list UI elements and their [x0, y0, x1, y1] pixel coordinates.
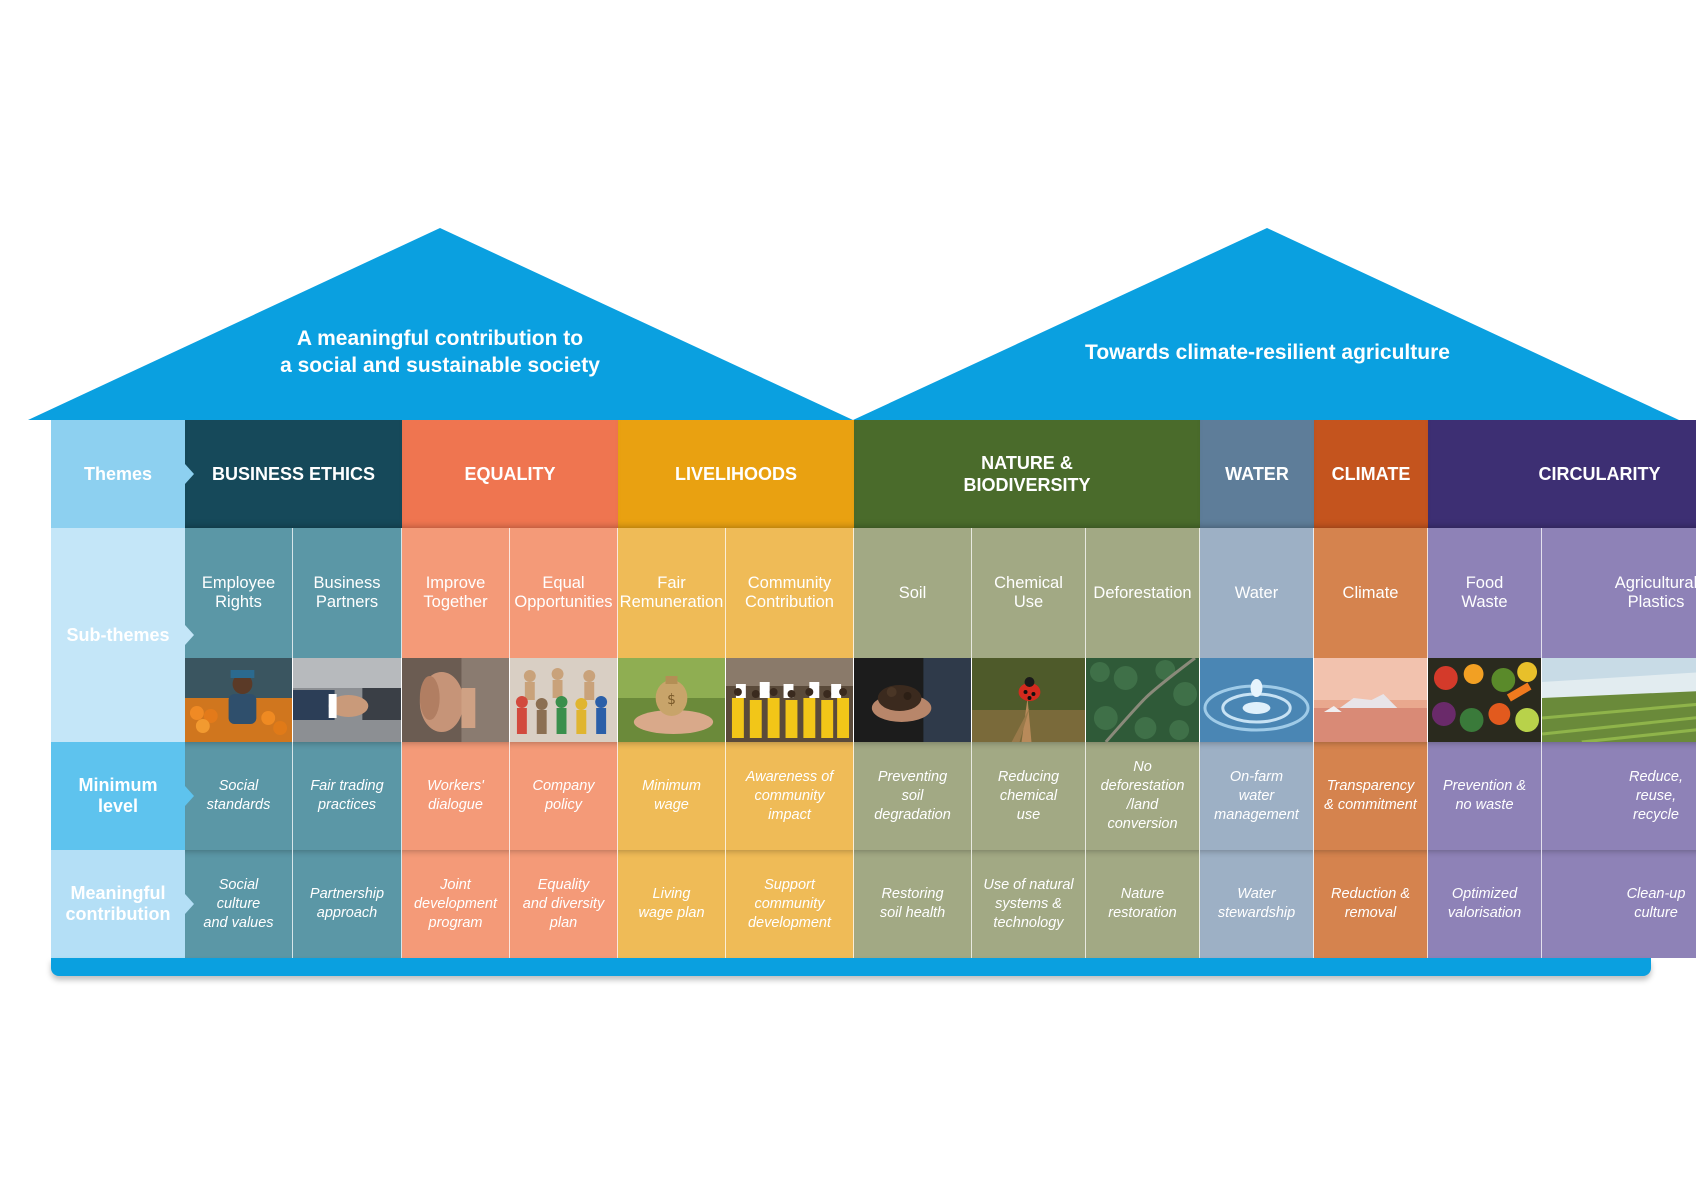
handshake-photo: [293, 658, 402, 742]
theme-climate: CLIMATE: [1314, 420, 1428, 528]
theme-business-ethics: BUSINESS ETHICS: [185, 420, 402, 528]
sub-theme-fair-remuneration: Fair Remuneration: [618, 528, 726, 658]
theme-water: WATER: [1200, 420, 1314, 528]
minimum-fair-trading: Fair trading practices: [293, 742, 402, 850]
meaningful-living-wage: Living wage plan: [618, 850, 726, 958]
sub-theme-chemical-use: Chemical Use: [972, 528, 1086, 658]
svg-text:$: $: [667, 692, 676, 708]
right-roof: [853, 228, 1679, 420]
meaningful-water-stewardship: Water stewardship: [1200, 850, 1314, 958]
minimum-food-waste: Prevention & no waste: [1428, 742, 1542, 850]
sub-theme-business-partners: Business Partners: [293, 528, 402, 658]
sub-theme-climate: Climate: [1314, 528, 1428, 658]
meaningful-social-culture: Social culture and values: [185, 850, 293, 958]
meaningful-community-development: Support community development: [726, 850, 854, 958]
water-drop-photo: [1200, 658, 1314, 742]
left-roof: [28, 228, 853, 420]
theme-equality: EQUALITY: [402, 420, 618, 528]
wooden-figures-photo: [510, 658, 618, 742]
meaningful-equality-plan: Equality and diversity plan: [510, 850, 618, 958]
minimum-deforestation: No deforestation /land conversion: [1086, 742, 1200, 850]
soil-hands-photo: [854, 658, 972, 742]
house-base: [51, 958, 1651, 976]
forest-aerial-photo: [1086, 658, 1200, 742]
minimum-company-policy: Company policy: [510, 742, 618, 850]
vegetables-photo: [1428, 658, 1542, 742]
greenhouse-field-photo: [1542, 658, 1696, 742]
row-label-sub-themes: Sub-themes: [51, 528, 194, 742]
sub-theme-equal-opportunities: Equal Opportunities: [510, 528, 618, 658]
right-roof-title: Towards climate-resilient agriculture: [1085, 341, 1450, 364]
sub-theme-community-contribution: Community Contribution: [726, 528, 854, 658]
house-roofs: [28, 228, 1679, 420]
sub-theme-agricultural-plastics: Agricultural Plastics: [1542, 528, 1696, 658]
community-group-photo: [726, 658, 854, 742]
meaningful-reduction-removal: Reduction & removal: [1314, 850, 1428, 958]
sub-theme-soil: Soil: [854, 528, 972, 658]
listening-photo: [402, 658, 510, 742]
minimum-plastics: Reduce, reuse, recycle: [1542, 742, 1696, 850]
row-label-meaningful-contribution: Meaningful contribution: [51, 850, 194, 958]
meaningful-joint-development: Joint development program: [402, 850, 510, 958]
meaningful-soil-health: Restoring soil health: [854, 850, 972, 958]
row-label-minimum-level: Minimum level: [51, 742, 194, 850]
minimum-water: On-farm water management: [1200, 742, 1314, 850]
minimum-workers-dialogue: Workers' dialogue: [402, 742, 510, 850]
market-worker-photo: [185, 658, 293, 742]
theme-livelihoods: LIVELIHOODS: [618, 420, 854, 528]
ladybug-photo: [972, 658, 1086, 742]
sub-theme-deforestation: Deforestation: [1086, 528, 1200, 658]
meaningful-cleanup-culture: Clean-up culture: [1542, 850, 1696, 958]
sub-theme-food-waste: Food Waste: [1428, 528, 1542, 658]
sub-theme-water: Water: [1200, 528, 1314, 658]
sub-theme-improve-together: Improve Together: [402, 528, 510, 658]
meaningful-optimized-valorisation: Optimized valorisation: [1428, 850, 1542, 958]
minimum-social-standards: Social standards: [185, 742, 293, 850]
sub-theme-employee-rights: Employee Rights: [185, 528, 293, 658]
row-label-themes: Themes: [51, 420, 194, 528]
minimum-community-awareness: Awareness of community impact: [726, 742, 854, 850]
money-bag-photo: $: [618, 658, 726, 742]
minimum-climate: Transparency & commitment: [1314, 742, 1428, 850]
theme-nature-biodiversity: NATURE & BIODIVERSITY: [854, 420, 1200, 528]
meaningful-partnership: Partnership approach: [293, 850, 402, 958]
minimum-soil: Preventing soil degradation: [854, 742, 972, 850]
left-roof-title: A meaningful contribution to a social an…: [280, 327, 600, 377]
theme-circularity: CIRCULARITY: [1428, 420, 1696, 528]
meaningful-natural-systems: Use of natural systems & technology: [972, 850, 1086, 958]
minimum-minimum-wage: Minimum wage: [618, 742, 726, 850]
meaningful-nature-restoration: Nature restoration: [1086, 850, 1200, 958]
framework-grid: Themes Sub-themes Minimum level Meaningf…: [51, 420, 1696, 958]
minimum-chemical: Reducing chemical use: [972, 742, 1086, 850]
iceberg-photo: [1314, 658, 1428, 742]
